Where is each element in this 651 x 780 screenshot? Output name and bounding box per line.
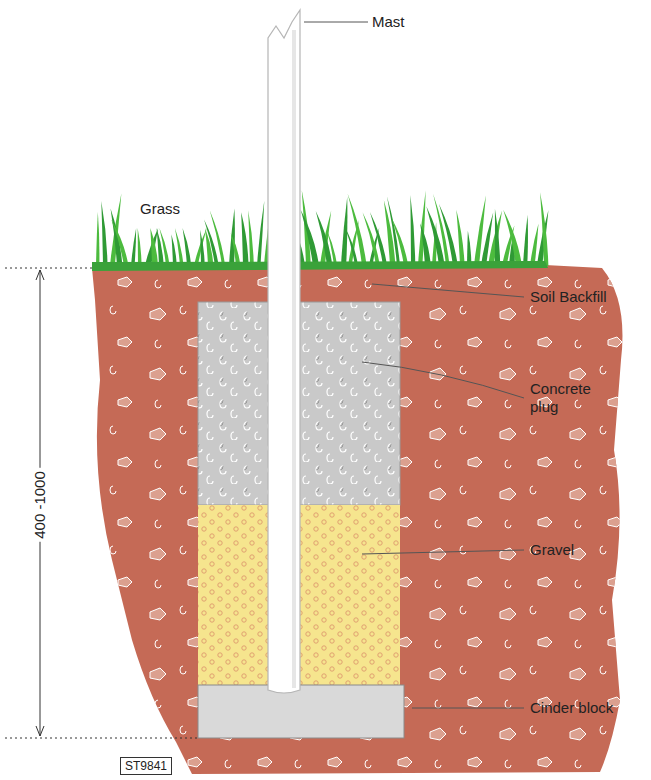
grass-blade — [96, 212, 99, 266]
grass-blade — [138, 228, 142, 266]
part-label: Concrete plug — [530, 380, 608, 416]
grass-blade — [363, 212, 380, 266]
grass-blade — [420, 223, 431, 266]
grass-blade — [392, 218, 409, 266]
leader-lines — [304, 22, 524, 708]
grass-blade — [157, 228, 164, 266]
grass-blade — [159, 228, 169, 266]
grass-blade — [348, 194, 367, 266]
grass-blade — [101, 201, 107, 266]
grass-blade — [370, 212, 387, 266]
grass-blade — [171, 234, 176, 266]
grass-blade — [231, 233, 241, 266]
grass-blade — [241, 212, 248, 266]
mast-shading — [292, 30, 296, 688]
grass-blade — [210, 210, 225, 266]
grass-blade — [540, 192, 548, 266]
grass-blade — [467, 231, 471, 266]
grass-blade — [301, 210, 319, 266]
cinder-block — [198, 685, 404, 738]
part-label: Soil Backfill — [530, 288, 645, 306]
mast — [268, 10, 300, 693]
grass-blade — [387, 196, 400, 266]
grass-blade — [345, 227, 358, 266]
figure-number: ST9841 — [125, 759, 167, 773]
part-label: Mast — [372, 13, 405, 31]
grass-blade — [175, 228, 184, 266]
grass-blade — [456, 210, 464, 266]
grass-blade — [145, 228, 158, 266]
grass-blades — [96, 190, 548, 266]
grass-blade — [523, 215, 528, 266]
soil — [92, 265, 622, 774]
grass-blade — [131, 228, 136, 266]
figure-number-box: ST9841 — [120, 757, 172, 775]
dimension-label: 400 -1000 — [31, 468, 49, 542]
grass-blade — [327, 230, 337, 266]
dimension — [5, 268, 198, 738]
grass-blade — [341, 197, 347, 266]
grass-blade — [257, 201, 264, 266]
grass-blade — [194, 228, 207, 266]
grass-ground-line — [92, 261, 548, 271]
grass-blade — [439, 204, 458, 266]
grass-blade — [530, 224, 538, 266]
grass-blade — [111, 208, 123, 266]
grass-blade — [204, 219, 219, 266]
part-label: Grass — [140, 200, 180, 218]
grass-blade — [410, 195, 415, 266]
grass-blade — [248, 210, 254, 266]
grass-blade — [150, 228, 158, 266]
grass-blade — [503, 210, 522, 266]
grass-blade — [200, 230, 205, 266]
part-label: Cinder block — [530, 699, 645, 717]
grass-blade — [426, 206, 444, 266]
grass-blade — [111, 220, 128, 266]
part-label: Gravel — [530, 541, 574, 559]
soil-texture — [92, 265, 622, 774]
grass-blade — [495, 209, 500, 266]
grass-blade — [183, 228, 191, 266]
